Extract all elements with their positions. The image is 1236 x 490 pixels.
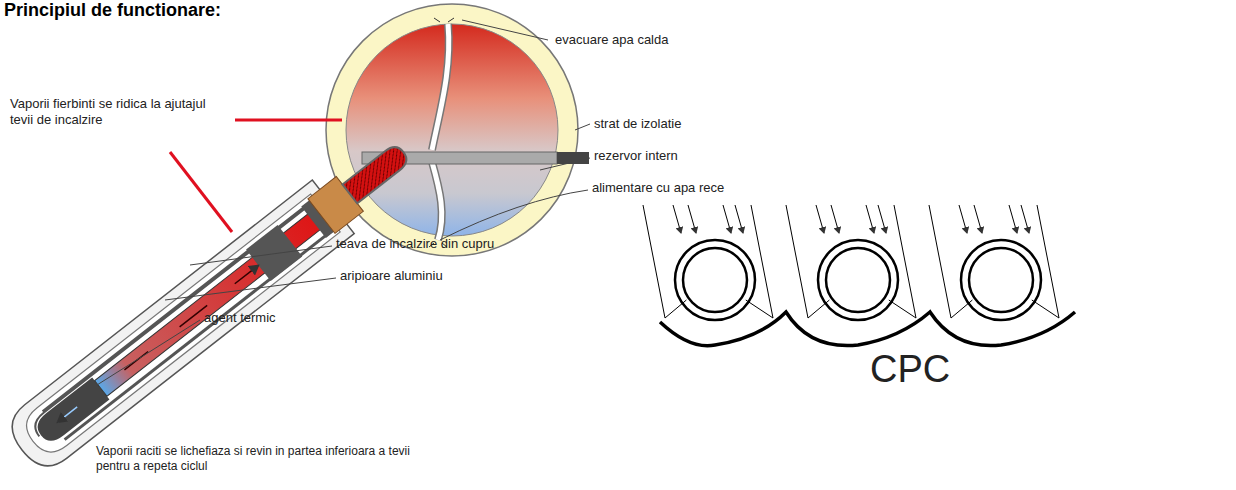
part-label: agent termic: [204, 310, 276, 326]
part-label: strat de izolatie: [594, 116, 681, 132]
storage-tank: [326, 4, 589, 256]
note-text: Vaporii fierbinti se ridica la ajutajul …: [10, 96, 232, 128]
part-label: alimentare cu apa rece: [592, 180, 724, 196]
part-label: CPC: [870, 348, 950, 390]
cpc-reflector: [643, 205, 1075, 346]
heat-pipe-tube: [1, 125, 424, 477]
part-label: aripioare aluminiu: [340, 268, 443, 284]
part-label: evacuare apa calda: [555, 32, 668, 48]
part-label: rezervor intern: [594, 148, 678, 164]
diagram-title: Principiul de functionare:: [4, 0, 221, 21]
leader-lines: [70, 20, 590, 402]
note-text: Vaporii raciti se lichefiaza si revin in…: [96, 444, 436, 474]
part-label: teava de incalzire din cupru: [336, 236, 494, 252]
callout-lines: [170, 120, 342, 232]
